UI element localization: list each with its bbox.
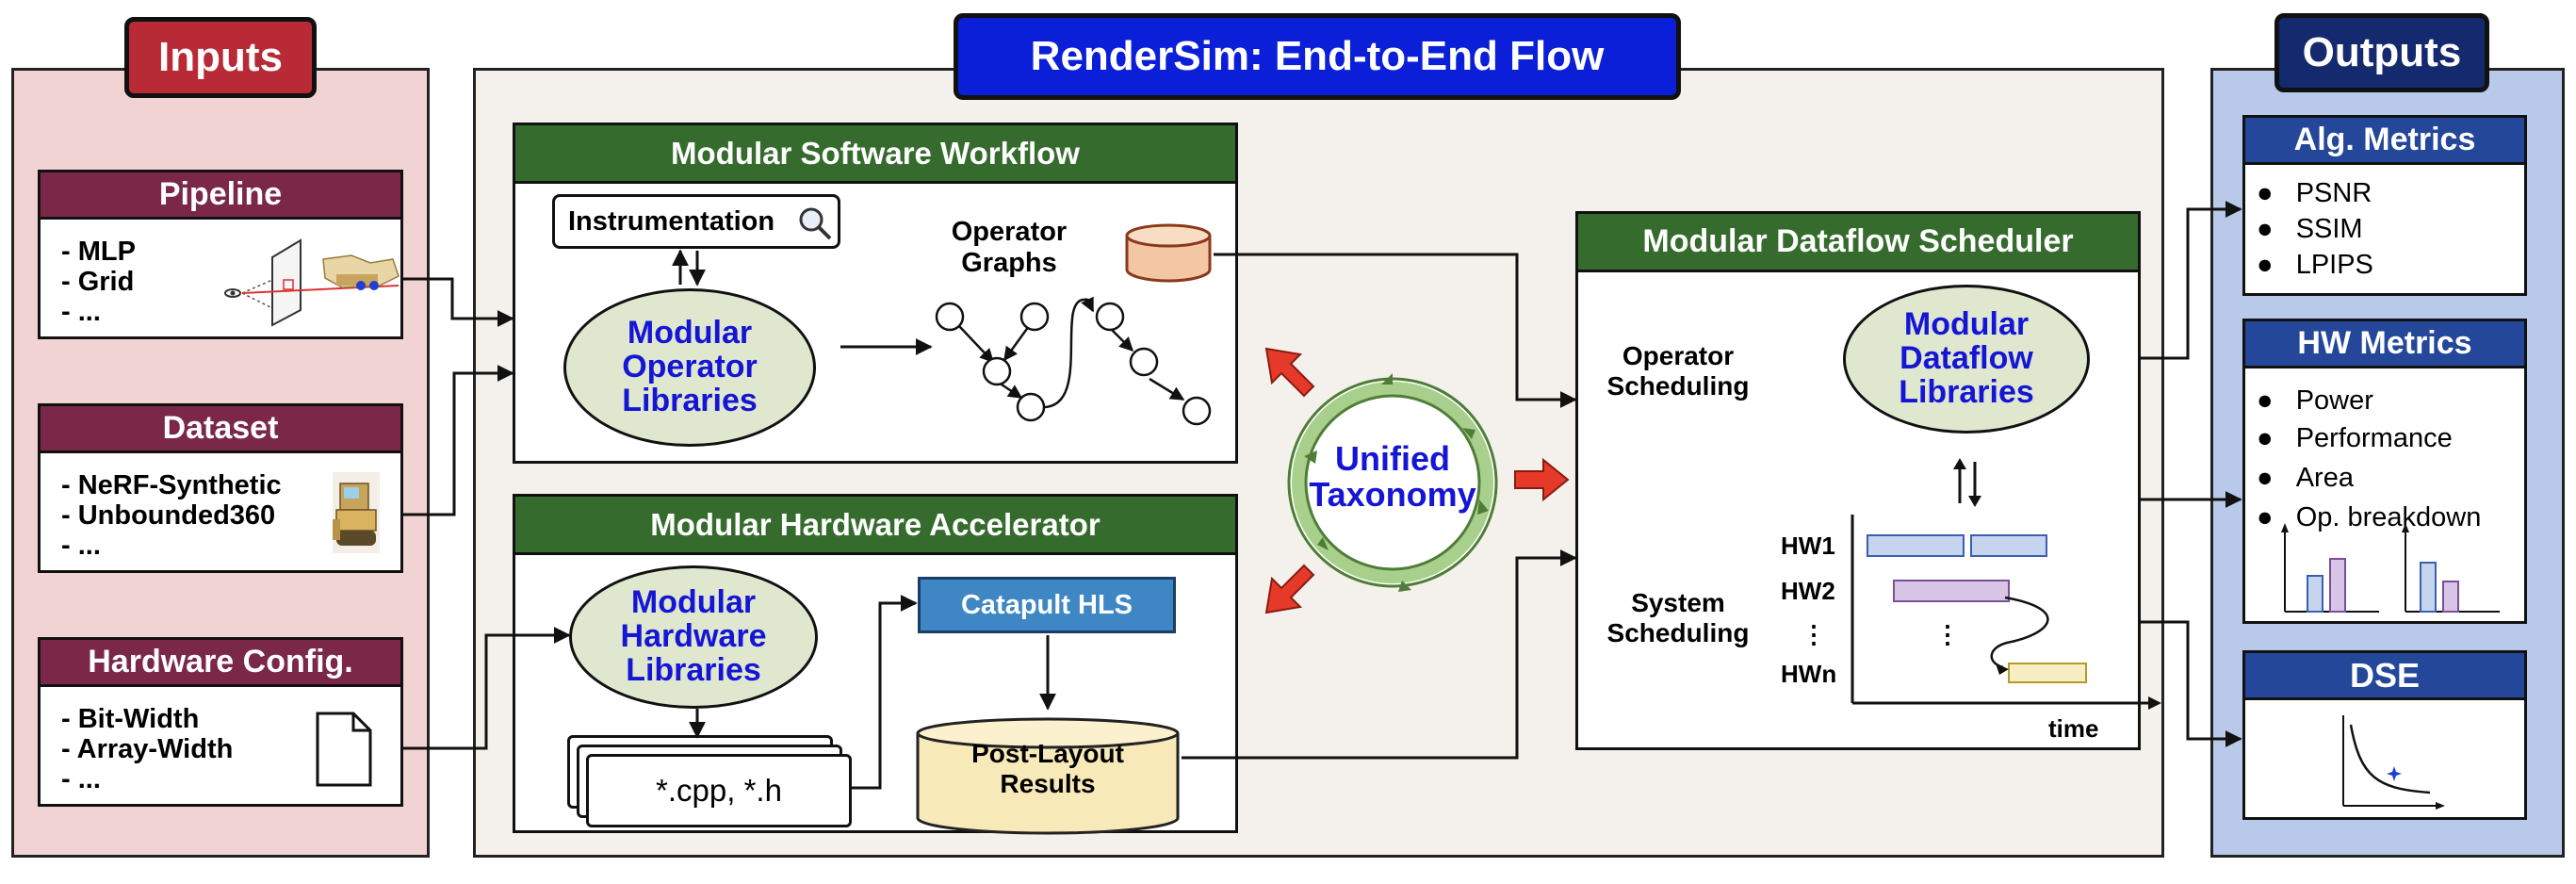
database-icon <box>1125 223 1212 283</box>
red-arrow-down-left-icon <box>1264 564 1315 614</box>
gantt-dots: ⋮ <box>1935 620 1960 648</box>
dse-title: DSE <box>2245 653 2524 700</box>
pareto-curve-icon <box>2342 715 2445 810</box>
hardware-config-item: - Bit-Width <box>61 704 200 734</box>
hardware-config-card: Hardware Config. - Bit-Width - Array-Wid… <box>38 637 403 807</box>
software-workflow-title: Modular Software Workflow <box>515 125 1235 184</box>
hw-label-1: HW1 <box>1781 532 1835 560</box>
pipeline-card: Pipeline - MLP - Grid - ... <box>38 170 403 339</box>
dataflow-libraries-label: Modular Dataflow Libraries <box>1899 306 2034 410</box>
bidirectional-arrow-icon <box>1953 458 1981 507</box>
taxonomy-label: Unified Taxonomy <box>1309 439 1476 514</box>
gantt-chart <box>1850 515 2161 710</box>
outputs-title: Outputs <box>2274 13 2489 92</box>
mini-bar-chart-icon <box>2281 523 2500 613</box>
red-arrow-up-left-icon <box>1264 347 1315 398</box>
document-icon <box>316 712 372 787</box>
pipeline-item: - ... <box>61 297 101 327</box>
operator-scheduling-label: Operator Scheduling <box>1606 341 1750 401</box>
instrumentation-box: Instrumentation <box>552 194 840 249</box>
alg-metric-item: ● LPIPS <box>2257 250 2373 280</box>
post-layout-results-label: Post-Layout Results <box>971 739 1124 799</box>
hw-label-2: HW2 <box>1781 577 1835 605</box>
gantt-bar-hw2 <box>1893 580 2010 602</box>
hardware-config-item: - ... <box>61 764 101 794</box>
post-layout-cylinder <box>916 717 1180 835</box>
bulldozer-scene-icon <box>333 472 380 553</box>
gantt-time-label: time <box>2048 714 2099 743</box>
catapult-hls-box: Catapult HLS <box>918 577 1176 633</box>
inputs-title: Inputs <box>124 17 317 98</box>
hw-metrics-card: HW Metrics ● Power ● Performance ● Area … <box>2242 319 2527 624</box>
hardware-config-card-title: Hardware Config. <box>41 640 400 687</box>
alg-metrics-card: Alg. Metrics ● PSNR ● SSIM ● LPIPS <box>2242 115 2527 296</box>
hw-metric-item: ● Op. breakdown <box>2257 502 2482 532</box>
operator-graphs-label: Operator Graphs <box>951 217 1068 279</box>
alg-metric-item: ● SSIM <box>2257 214 2363 244</box>
dse-card: DSE <box>2242 650 2527 820</box>
hw-label-dots: ⋮ <box>1802 620 1826 648</box>
operator-libraries-label: Modular Operator Libraries <box>622 315 758 418</box>
hw-metric-item: ● Power <box>2257 385 2373 416</box>
dataflow-scheduler-title: Modular Dataflow Scheduler <box>1578 214 2138 272</box>
instrumentation-label: Instrumentation <box>568 206 775 237</box>
dataset-item: - Unbounded360 <box>61 500 276 531</box>
software-workflow-card: Modular Software Workflow <box>513 123 1238 464</box>
hardware-config-item: - Array-Width <box>61 734 234 764</box>
gantt-bar-hwn <box>2008 663 2087 683</box>
dataset-item: - NeRF-Synthetic <box>61 470 282 500</box>
red-arrow-right-icon <box>1514 457 1570 502</box>
dataset-card: Dataset - NeRF-Synthetic - Unbounded360 … <box>38 403 403 573</box>
gantt-bar-hw1-b <box>1970 534 2047 557</box>
pipeline-item: - MLP <box>61 237 136 267</box>
dataset-card-title: Dataset <box>41 406 400 453</box>
hardware-libraries-ellipse: Modular Hardware Libraries <box>569 565 818 709</box>
hw-label-n: HWn <box>1781 660 1837 688</box>
hardware-accelerator-title: Modular Hardware Accelerator <box>515 497 1235 555</box>
pipeline-item: - Grid <box>61 267 135 297</box>
magnifier-icon <box>799 207 832 240</box>
gantt-bar-hw1-a <box>1867 534 1965 557</box>
dataflow-scheduler-card: Modular Dataflow Scheduler <box>1575 211 2141 750</box>
hardware-libraries-label: Modular Hardware Libraries <box>620 584 767 688</box>
alg-metrics-title: Alg. Metrics <box>2245 118 2524 165</box>
source-files-card: *.cpp, *.h <box>586 754 852 827</box>
dataflow-libraries-ellipse: Modular Dataflow Libraries <box>1843 285 2090 434</box>
system-scheduling-label: System Scheduling <box>1606 588 1750 648</box>
alg-metric-item: ● PSNR <box>2257 178 2372 208</box>
pipeline-card-title: Pipeline <box>41 172 400 220</box>
hw-metric-item: ● Area <box>2257 463 2354 493</box>
center-title: RenderSim: End-to-End Flow <box>954 13 1681 100</box>
hw-metric-item: ● Performance <box>2257 423 2453 453</box>
dataset-item: - ... <box>61 531 101 561</box>
operator-libraries-ellipse: Modular Operator Libraries <box>563 288 816 447</box>
ray-sampling-illustration-icon <box>224 238 399 327</box>
hw-metrics-title: HW Metrics <box>2245 321 2524 368</box>
